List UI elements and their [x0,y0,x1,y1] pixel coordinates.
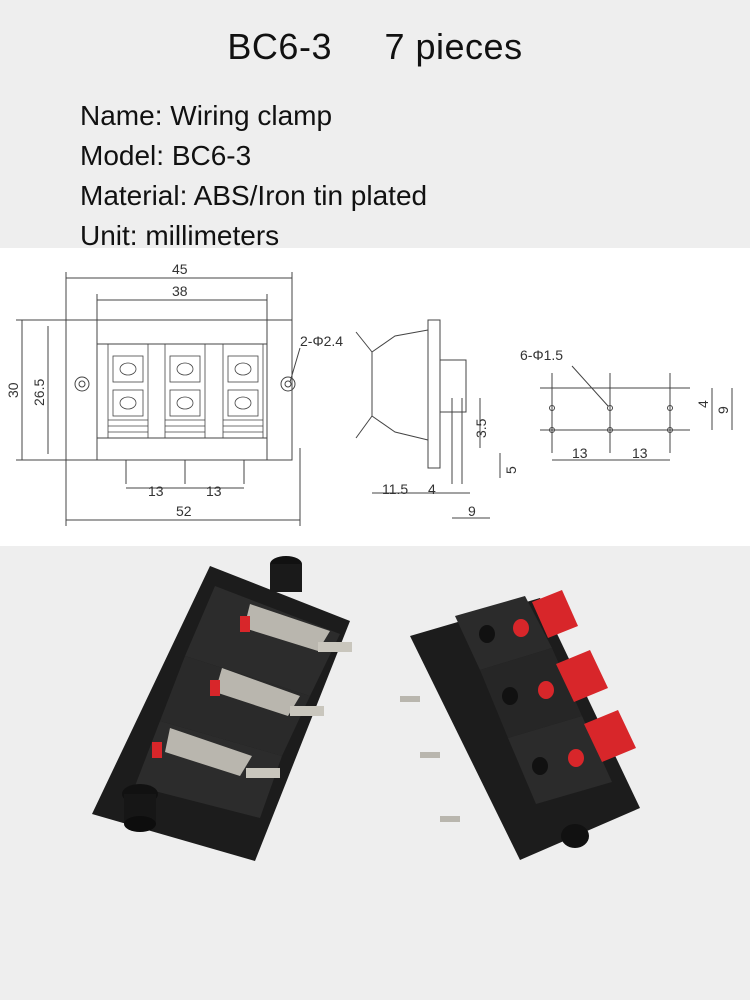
dim-pin-base: 9 [468,503,476,519]
dim-width-inner: 38 [172,283,188,299]
side-view [355,319,501,519]
connector-back [92,556,352,861]
spec-model: Model: BC6-3 [80,140,252,171]
dimension-drawing: 45 38 30 26.5 2-Φ2.4 13 13 52 11.5 4 3.5… [5,261,733,526]
dim-holes: 6-Φ1.5 [520,347,563,363]
front-view [16,272,301,526]
spec-material: Material: ABS/Iron tin plated [80,180,428,211]
dim-height-inner: 26.5 [31,379,47,406]
dim-pin-offset: 3.5 [473,418,489,438]
dim-col-pitch-b: 13 [632,445,648,461]
connector-front [400,590,640,860]
dim-depth-a: 11.5 [382,481,408,497]
dim-pin-pitch-b: 13 [206,483,222,499]
spec-name: Name: Wiring clamp [80,100,333,131]
title-quantity: 7 pieces [384,26,523,67]
dim-pin-length: 5 [503,466,519,474]
product-photo [0,546,750,1000]
dim-row-pitch: 4 [695,400,711,408]
spec-list: Name: Wiring clamp Model: BC6-3 Material… [80,96,427,256]
page-title: BC6-3 7 pieces [0,26,750,68]
spec-unit: Unit: millimeters [80,220,280,251]
footprint-view [540,365,733,461]
dim-width-outer: 45 [172,261,188,277]
dim-row-span: 9 [715,406,731,414]
product-illustration [92,556,640,861]
dim-height-outer: 30 [5,382,21,398]
dim-col-pitch-a: 13 [572,445,588,461]
dim-depth-b: 4 [428,481,436,497]
technical-drawing: 45 38 30 26.5 2-Φ2.4 13 13 52 11.5 4 3.5… [0,248,750,546]
title-model: BC6-3 [227,26,332,67]
dim-mount-hole: 2-Φ2.4 [300,333,343,349]
dim-pin-pitch-a: 13 [148,483,164,499]
dim-overall-width: 52 [176,503,192,519]
